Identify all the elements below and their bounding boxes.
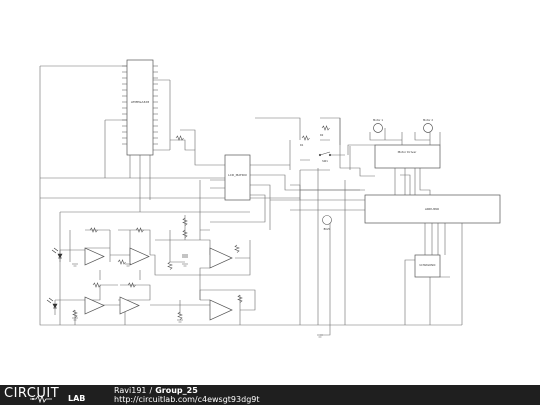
wire — [39, 65, 462, 326]
buzzer: BUZ1 — [322, 215, 332, 231]
arduino-label: ARDUINO — [425, 207, 440, 211]
motor-1: Motor 1 — [373, 118, 383, 133]
op-amp — [129, 247, 150, 266]
logo-wave-icon — [30, 395, 52, 403]
ground-symbol — [317, 334, 323, 338]
motor-driver: Motor Driver — [374, 144, 441, 169]
wire — [255, 117, 330, 171]
wire — [369, 128, 403, 145]
wire — [339, 118, 375, 177]
resistor — [182, 217, 188, 226]
op-amp — [84, 296, 105, 315]
op-amp — [209, 299, 233, 321]
wire — [394, 168, 431, 195]
photodiode — [51, 247, 63, 259]
wire — [199, 289, 256, 311]
separator: / — [149, 386, 153, 395]
wire — [290, 184, 365, 200]
project-name[interactable]: Group_25 — [155, 386, 198, 395]
resistor — [234, 244, 240, 253]
wire — [347, 144, 375, 170]
wire — [153, 79, 171, 151]
wire — [320, 117, 345, 156]
resistor-1-label: R1 — [300, 143, 304, 147]
resistor: R2 — [320, 125, 330, 137]
lcd-label: LCD_MATRIX — [228, 173, 247, 177]
resistor-2-label: R2 — [320, 133, 324, 137]
mcu-chip: ATMEGA328 — [122, 59, 158, 156]
wire — [424, 223, 446, 255]
resistor — [167, 261, 173, 270]
wire — [250, 164, 360, 230]
buzzer-label: BUZ1 — [324, 227, 331, 231]
wire — [104, 119, 127, 178]
resistor — [127, 282, 136, 288]
resistor — [117, 259, 126, 265]
motor-driver-label: Motor Driver — [398, 150, 418, 154]
footer-bar: CIRCUIT LAB Ravi191/Group_25 http://circ… — [0, 385, 540, 405]
resistor — [92, 282, 101, 288]
wire — [317, 168, 346, 336]
ultrasonic-label: ULTRASONIC — [419, 263, 435, 267]
switch: SW1 — [318, 151, 332, 163]
wire — [129, 155, 151, 212]
capacitor — [182, 254, 188, 258]
resistor — [177, 311, 183, 320]
resistor — [89, 227, 98, 233]
lcd-chip: LCD_MATRIX — [224, 154, 251, 201]
wire — [99, 270, 141, 280]
wire — [184, 215, 210, 240]
resistor — [237, 294, 243, 303]
ground-symbol — [177, 319, 183, 323]
author-line: Ravi191/Group_25 — [114, 386, 198, 395]
ground-symbol — [125, 263, 131, 267]
brand-logo[interactable]: CIRCUIT — [4, 386, 60, 401]
resistor — [175, 135, 184, 141]
resistor — [135, 227, 144, 233]
schematic-canvas: ATMEGA328 LCD_MATRIX Motor Driver ARDUIN… — [39, 59, 501, 338]
wire — [270, 199, 365, 211]
mcu-label: ATMEGA328 — [131, 100, 149, 104]
resistor — [182, 229, 188, 238]
op-amp — [209, 247, 233, 269]
ultrasonic-sensor: ULTRASONIC — [414, 254, 441, 278]
photodiode — [46, 297, 58, 309]
wire — [199, 179, 225, 240]
resistor: R1 — [300, 135, 310, 147]
project-url[interactable]: http://circuitlab.com/c4ewsgt93dg9t — [114, 395, 260, 404]
wire — [150, 299, 210, 315]
resistor — [72, 309, 78, 318]
ground-symbol — [182, 263, 188, 267]
wire — [199, 257, 250, 300]
motor-2: Motor 2 — [423, 118, 433, 133]
wire — [150, 240, 251, 276]
ground-symbol — [72, 317, 78, 321]
wire — [180, 129, 196, 150]
op-amp — [119, 296, 140, 315]
brand-lab: LAB — [68, 394, 86, 403]
ground-symbol — [72, 263, 78, 267]
wire — [170, 139, 225, 166]
switch-label: SW1 — [322, 159, 328, 163]
wire — [400, 174, 411, 195]
author-name[interactable]: Ravi191 — [114, 386, 147, 395]
motor-2-label: Motor 2 — [423, 118, 433, 122]
wire — [404, 259, 450, 325]
arduino-board: ARDUINO — [364, 194, 501, 224]
motor-1-label: Motor 1 — [373, 118, 383, 122]
wire — [210, 194, 266, 223]
op-amp — [84, 247, 105, 266]
